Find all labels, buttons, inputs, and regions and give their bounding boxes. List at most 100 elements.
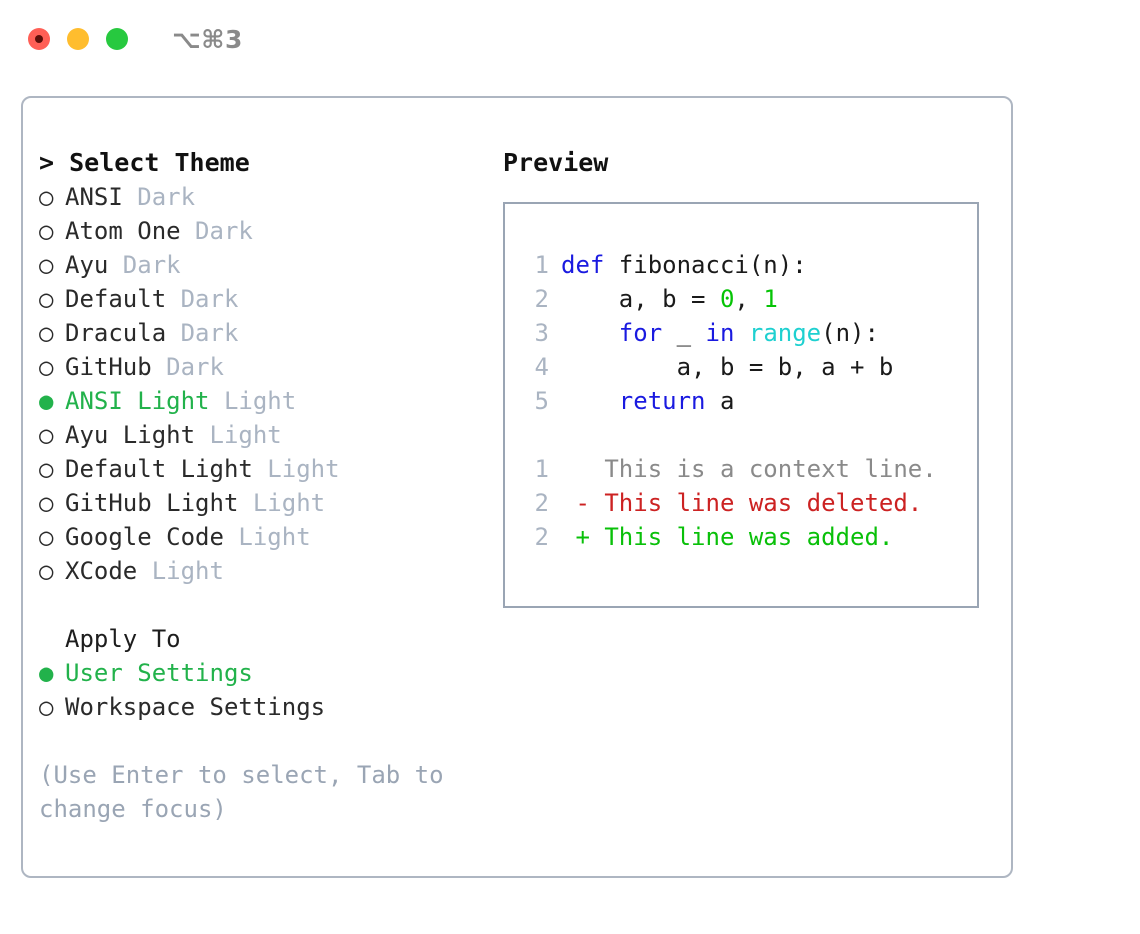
theme-option-variant: Dark	[108, 251, 181, 279]
theme-option-row[interactable]: ○ Dracula Dark	[39, 316, 488, 350]
theme-option-row[interactable]: ○ANSI Dark	[39, 180, 488, 214]
theme-option-row[interactable]: ● ANSI Light Light	[39, 384, 488, 418]
theme-option-label: Atom One	[65, 217, 181, 245]
radio-unselected-icon[interactable]: ○	[39, 523, 54, 551]
diff-sample: 1 This is a context line.2 - This line w…	[517, 452, 977, 554]
theme-option-label: Default Light	[65, 455, 253, 483]
radio-unselected-icon[interactable]: ○	[39, 217, 54, 245]
theme-option-variant: Dark	[122, 183, 196, 211]
radio-unselected-icon[interactable]: ○	[39, 251, 54, 279]
code-token	[734, 319, 748, 347]
window-controls	[28, 28, 128, 50]
apply-to-option-row[interactable]: ○ Workspace Settings	[39, 690, 488, 724]
minimize-button-icon[interactable]	[67, 28, 89, 50]
apply-to-option-row[interactable]: ● User Settings	[39, 656, 488, 690]
prompt-marker: >	[39, 148, 55, 177]
theme-option-variant: Dark	[180, 217, 253, 245]
code-token: _	[662, 319, 706, 347]
theme-option-label: GitHub Light	[65, 489, 239, 517]
diff-line: 2 - This line was deleted.	[517, 486, 977, 520]
code-token: 1	[763, 285, 778, 313]
main-panel: > Select Theme ○ANSI Dark○Atom One Dark○…	[21, 96, 1013, 878]
theme-option-row[interactable]: ○GitHub Dark	[39, 350, 488, 384]
theme-option-variant: Light	[252, 455, 340, 483]
close-button-icon[interactable]	[28, 28, 50, 50]
theme-picker-column: > Select Theme ○ANSI Dark○Atom One Dark○…	[23, 98, 488, 876]
diff-text: This line was added.	[604, 523, 894, 551]
radio-unselected-icon[interactable]: ○	[39, 557, 54, 585]
theme-option-label: Default	[65, 285, 167, 313]
theme-option-label: Ayu	[65, 251, 109, 279]
code-token: a	[705, 387, 735, 415]
theme-option-variant: Light	[238, 489, 326, 517]
code-token: ,	[734, 285, 764, 313]
theme-option-label: Ayu Light	[65, 421, 196, 449]
code-line-number: 3	[534, 319, 549, 347]
code-line-number: 2	[534, 285, 549, 313]
code-line-number: 4	[534, 353, 549, 381]
select-theme-header: > Select Theme	[39, 146, 488, 180]
theme-option-label: XCode	[65, 557, 138, 585]
theme-option-variant: Light	[137, 557, 224, 585]
radio-unselected-icon[interactable]: ○	[39, 489, 54, 517]
code-token: (n):	[821, 319, 879, 347]
theme-option-row[interactable]: ○Default Dark	[39, 282, 488, 316]
diff-line-number: 2	[534, 489, 549, 517]
radio-unselected-icon[interactable]: ○	[39, 285, 54, 313]
code-token: return	[618, 387, 706, 415]
code-token: 0	[719, 285, 735, 313]
theme-option-row[interactable]: ○Google Code Light	[39, 520, 488, 554]
code-token: range	[748, 319, 822, 347]
maximize-button-icon[interactable]	[106, 28, 128, 50]
code-token: def	[561, 251, 619, 279]
keyboard-hint-text: (Use Enter to select, Tab to change focu…	[39, 761, 444, 823]
theme-option-row[interactable]: ○ XCode Light	[39, 554, 488, 588]
code-line-number: 5	[534, 387, 549, 415]
code-diff-spacer	[517, 418, 977, 452]
list-spacer	[39, 588, 488, 622]
keyboard-shortcut-label: ⌥⌘3	[172, 24, 243, 54]
diff-text: This line was deleted.	[604, 489, 923, 517]
diff-sign: -	[561, 489, 605, 517]
radio-unselected-icon[interactable]: ○	[39, 455, 54, 483]
theme-list: ○ANSI Dark○Atom One Dark○Ayu Dark○Defaul…	[39, 180, 488, 588]
code-token: fibonacci(n):	[618, 251, 807, 279]
radio-selected-icon[interactable]: ●	[39, 659, 54, 687]
theme-option-row[interactable]: ○ Default Light Light	[39, 452, 488, 486]
diff-text: This is a context line.	[604, 455, 937, 483]
apply-to-header: Apply To	[65, 625, 181, 653]
theme-option-row[interactable]: ○ Atom One Dark	[39, 214, 488, 248]
radio-unselected-icon[interactable]: ○	[39, 421, 54, 449]
theme-option-variant: Dark	[166, 319, 239, 347]
radio-unselected-icon[interactable]: ○	[39, 693, 54, 721]
theme-option-label: ANSI Light	[65, 387, 210, 415]
code-line: 2 a, b = 0, 1	[517, 282, 977, 316]
apply-to-option-label: Workspace Settings	[65, 693, 326, 721]
code-token: a, b = b, a + b	[561, 353, 894, 381]
code-line: 3 for _ in range(n):	[517, 316, 977, 350]
code-token	[561, 319, 619, 347]
radio-unselected-icon[interactable]: ○	[39, 183, 54, 211]
radio-unselected-icon[interactable]: ○	[39, 353, 54, 381]
apply-to-option-label: User Settings	[65, 659, 253, 687]
diff-line-number: 1	[534, 455, 549, 483]
code-line: 5 return a	[517, 384, 977, 418]
diff-line: 1 This is a context line.	[517, 452, 977, 486]
theme-option-row[interactable]: ○Ayu Light Light	[39, 418, 488, 452]
radio-selected-icon[interactable]: ●	[39, 387, 54, 415]
code-token: for	[618, 319, 663, 347]
theme-option-row[interactable]: ○ Ayu Dark	[39, 248, 488, 282]
theme-option-label: Dracula	[65, 319, 167, 347]
theme-option-variant: Light	[209, 387, 297, 415]
radio-unselected-icon[interactable]: ○	[39, 319, 54, 347]
code-line: 4 a, b = b, a + b	[517, 350, 977, 384]
code-token: a, b =	[561, 285, 720, 313]
diff-sign	[561, 455, 604, 483]
theme-option-label: GitHub	[65, 353, 152, 381]
theme-option-row[interactable]: ○ GitHub Light Light	[39, 486, 488, 520]
